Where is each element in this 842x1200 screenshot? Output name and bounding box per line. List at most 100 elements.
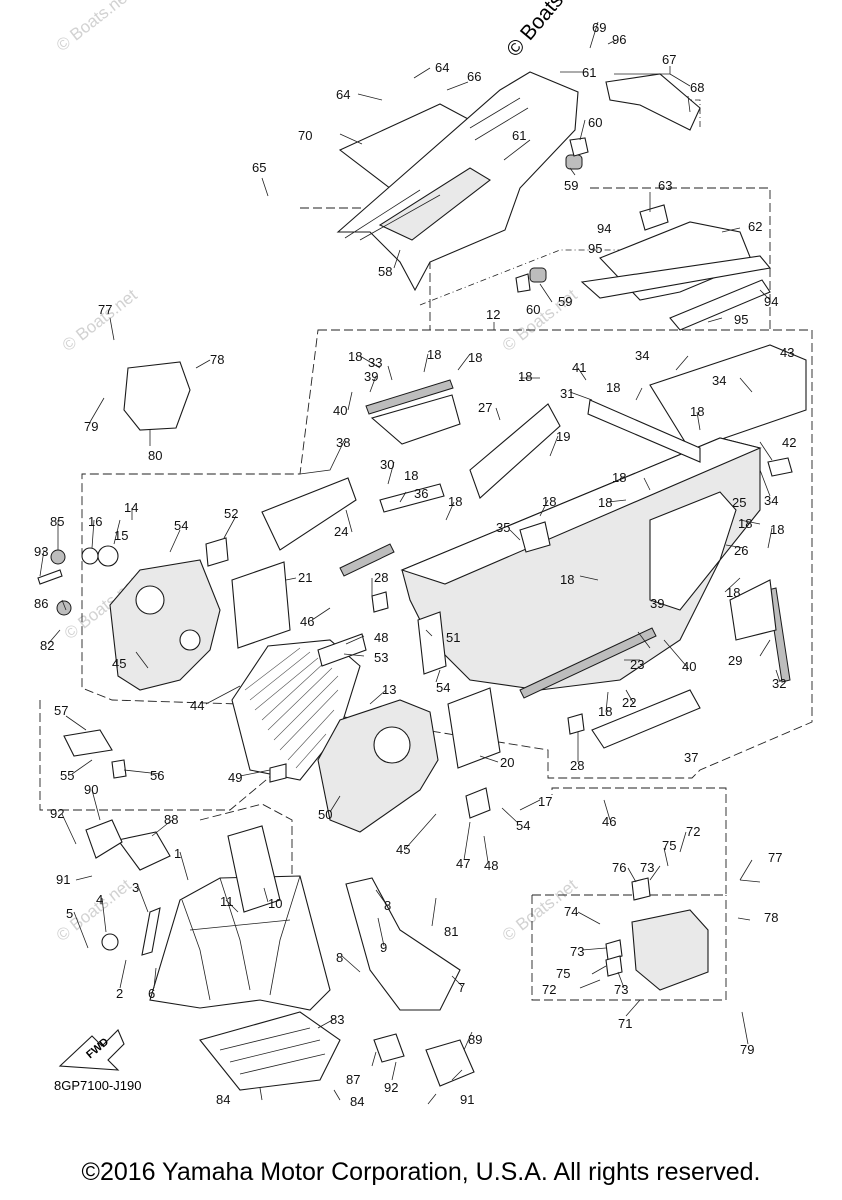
part-93-pin [37,569,63,585]
part-88-plate [117,831,171,871]
part-37-runner [591,689,701,749]
callout-8-b: 8 [336,950,343,965]
callout-61-mid: 61 [512,128,526,143]
callout-18-n: 18 [560,572,574,587]
callout-22: 22 [622,695,636,710]
callout-84-a: 84 [216,1092,230,1107]
callout-11: 11 [220,894,234,909]
callout-78-top: 78 [210,352,224,367]
callout-68: 68 [690,80,704,95]
part-13-side-plate [317,699,439,833]
part-14-boss [135,585,165,615]
tunnel-assembly [231,344,807,769]
part-63-bracket [639,204,669,231]
callout-4: 4 [96,892,103,907]
part-53-bracket [317,633,367,667]
callout-54-b: 54 [436,680,450,695]
callout-43: 43 [780,345,794,360]
part-55-bracket [63,729,113,757]
callouts: 69 96 67 68 61 64 66 64 60 61 70 59 65 6… [34,20,796,1109]
side-cover-assembly [605,877,709,991]
callout-46-b: 46 [602,814,616,829]
callout-18-l: 18 [738,516,752,531]
callout-62: 62 [748,219,762,234]
part-15-bearing [97,545,119,567]
callout-18-k: 18 [598,495,612,510]
callout-31: 31 [560,386,574,401]
part-28-clip [371,591,389,613]
callout-29: 29 [728,653,742,668]
callout-18-b: 18 [427,347,441,362]
callout-3: 3 [132,880,139,895]
part-4-bushing [101,933,119,951]
part-1-frame [149,875,331,1011]
part-3-rod [141,907,161,956]
callout-92-a: 92 [50,806,64,821]
callout-73-b: 73 [570,944,584,959]
callout-36: 36 [414,486,428,501]
callout-74: 74 [564,904,578,919]
part-14-front-plate [109,559,221,691]
callout-75-b: 75 [556,966,570,981]
part-73-clip [605,939,623,961]
part-21-plate [231,561,291,649]
callout-72-b: 72 [542,982,556,997]
part-58-rear-frame-inner [378,167,491,241]
boundary-lower-left [39,700,291,811]
callout-41: 41 [572,360,586,375]
callout-94-top: 94 [597,221,611,236]
callout-18-d: 18 [518,369,532,384]
callout-48-a: 48 [374,630,388,645]
part-60-clip [569,137,589,157]
callout-82: 82 [40,638,54,653]
callout-53: 53 [374,650,388,665]
callout-48-b: 48 [484,858,498,873]
part-59-damper-b [529,267,547,283]
part-60-clip-b [515,273,531,293]
part-10-plate [227,825,281,913]
callout-18-p: 18 [598,704,612,719]
watermark-top-left: © Boats.net [53,0,135,55]
callout-90: 90 [84,782,98,797]
callout-12: 12 [486,307,500,322]
callout-77-top: 77 [98,302,112,317]
callout-17: 17 [538,794,552,809]
callout-18-f: 18 [690,404,704,419]
part-86-cap [56,600,72,616]
part-35-bracket [519,521,551,553]
callout-63: 63 [658,178,672,193]
callout-95-top: 95 [588,241,602,256]
callout-18-j: 18 [612,470,626,485]
callout-87: 87 [346,1072,360,1087]
callout-24: 24 [334,524,348,539]
callout-59-mid: 59 [558,294,572,309]
callout-73-c: 73 [614,982,628,997]
callout-65: 65 [252,160,266,175]
part-59-damper [565,154,583,170]
callout-18-e: 18 [606,380,620,395]
callout-70: 70 [298,128,312,143]
callout-7: 7 [458,980,465,995]
boundary-right-box [532,787,727,896]
callout-78-b: 78 [764,910,778,925]
callout-40-b: 40 [682,659,696,674]
callout-39-a: 39 [364,369,378,384]
callout-71: 71 [618,1016,632,1031]
callout-84-b: 84 [350,1094,364,1109]
callout-28-b: 28 [570,758,584,773]
part-90-plate [85,819,123,859]
part-73-clip-b [605,955,623,977]
callout-45-b: 45 [396,842,410,857]
callout-14: 14 [124,500,138,515]
diagram-code: 8GP7100-J190 [54,1078,141,1093]
part-24-rail [339,543,395,577]
callout-45-a: 45 [112,656,126,671]
callout-76: 76 [612,860,626,875]
boundary-right-box-2 [531,895,727,1001]
part-33-rail [365,379,454,415]
fwd-arrow: FWD [58,1029,125,1071]
part-94-rail-b [669,279,771,331]
callout-19: 19 [556,429,570,444]
callout-69: 69 [592,20,606,35]
callout-88: 88 [164,812,178,827]
